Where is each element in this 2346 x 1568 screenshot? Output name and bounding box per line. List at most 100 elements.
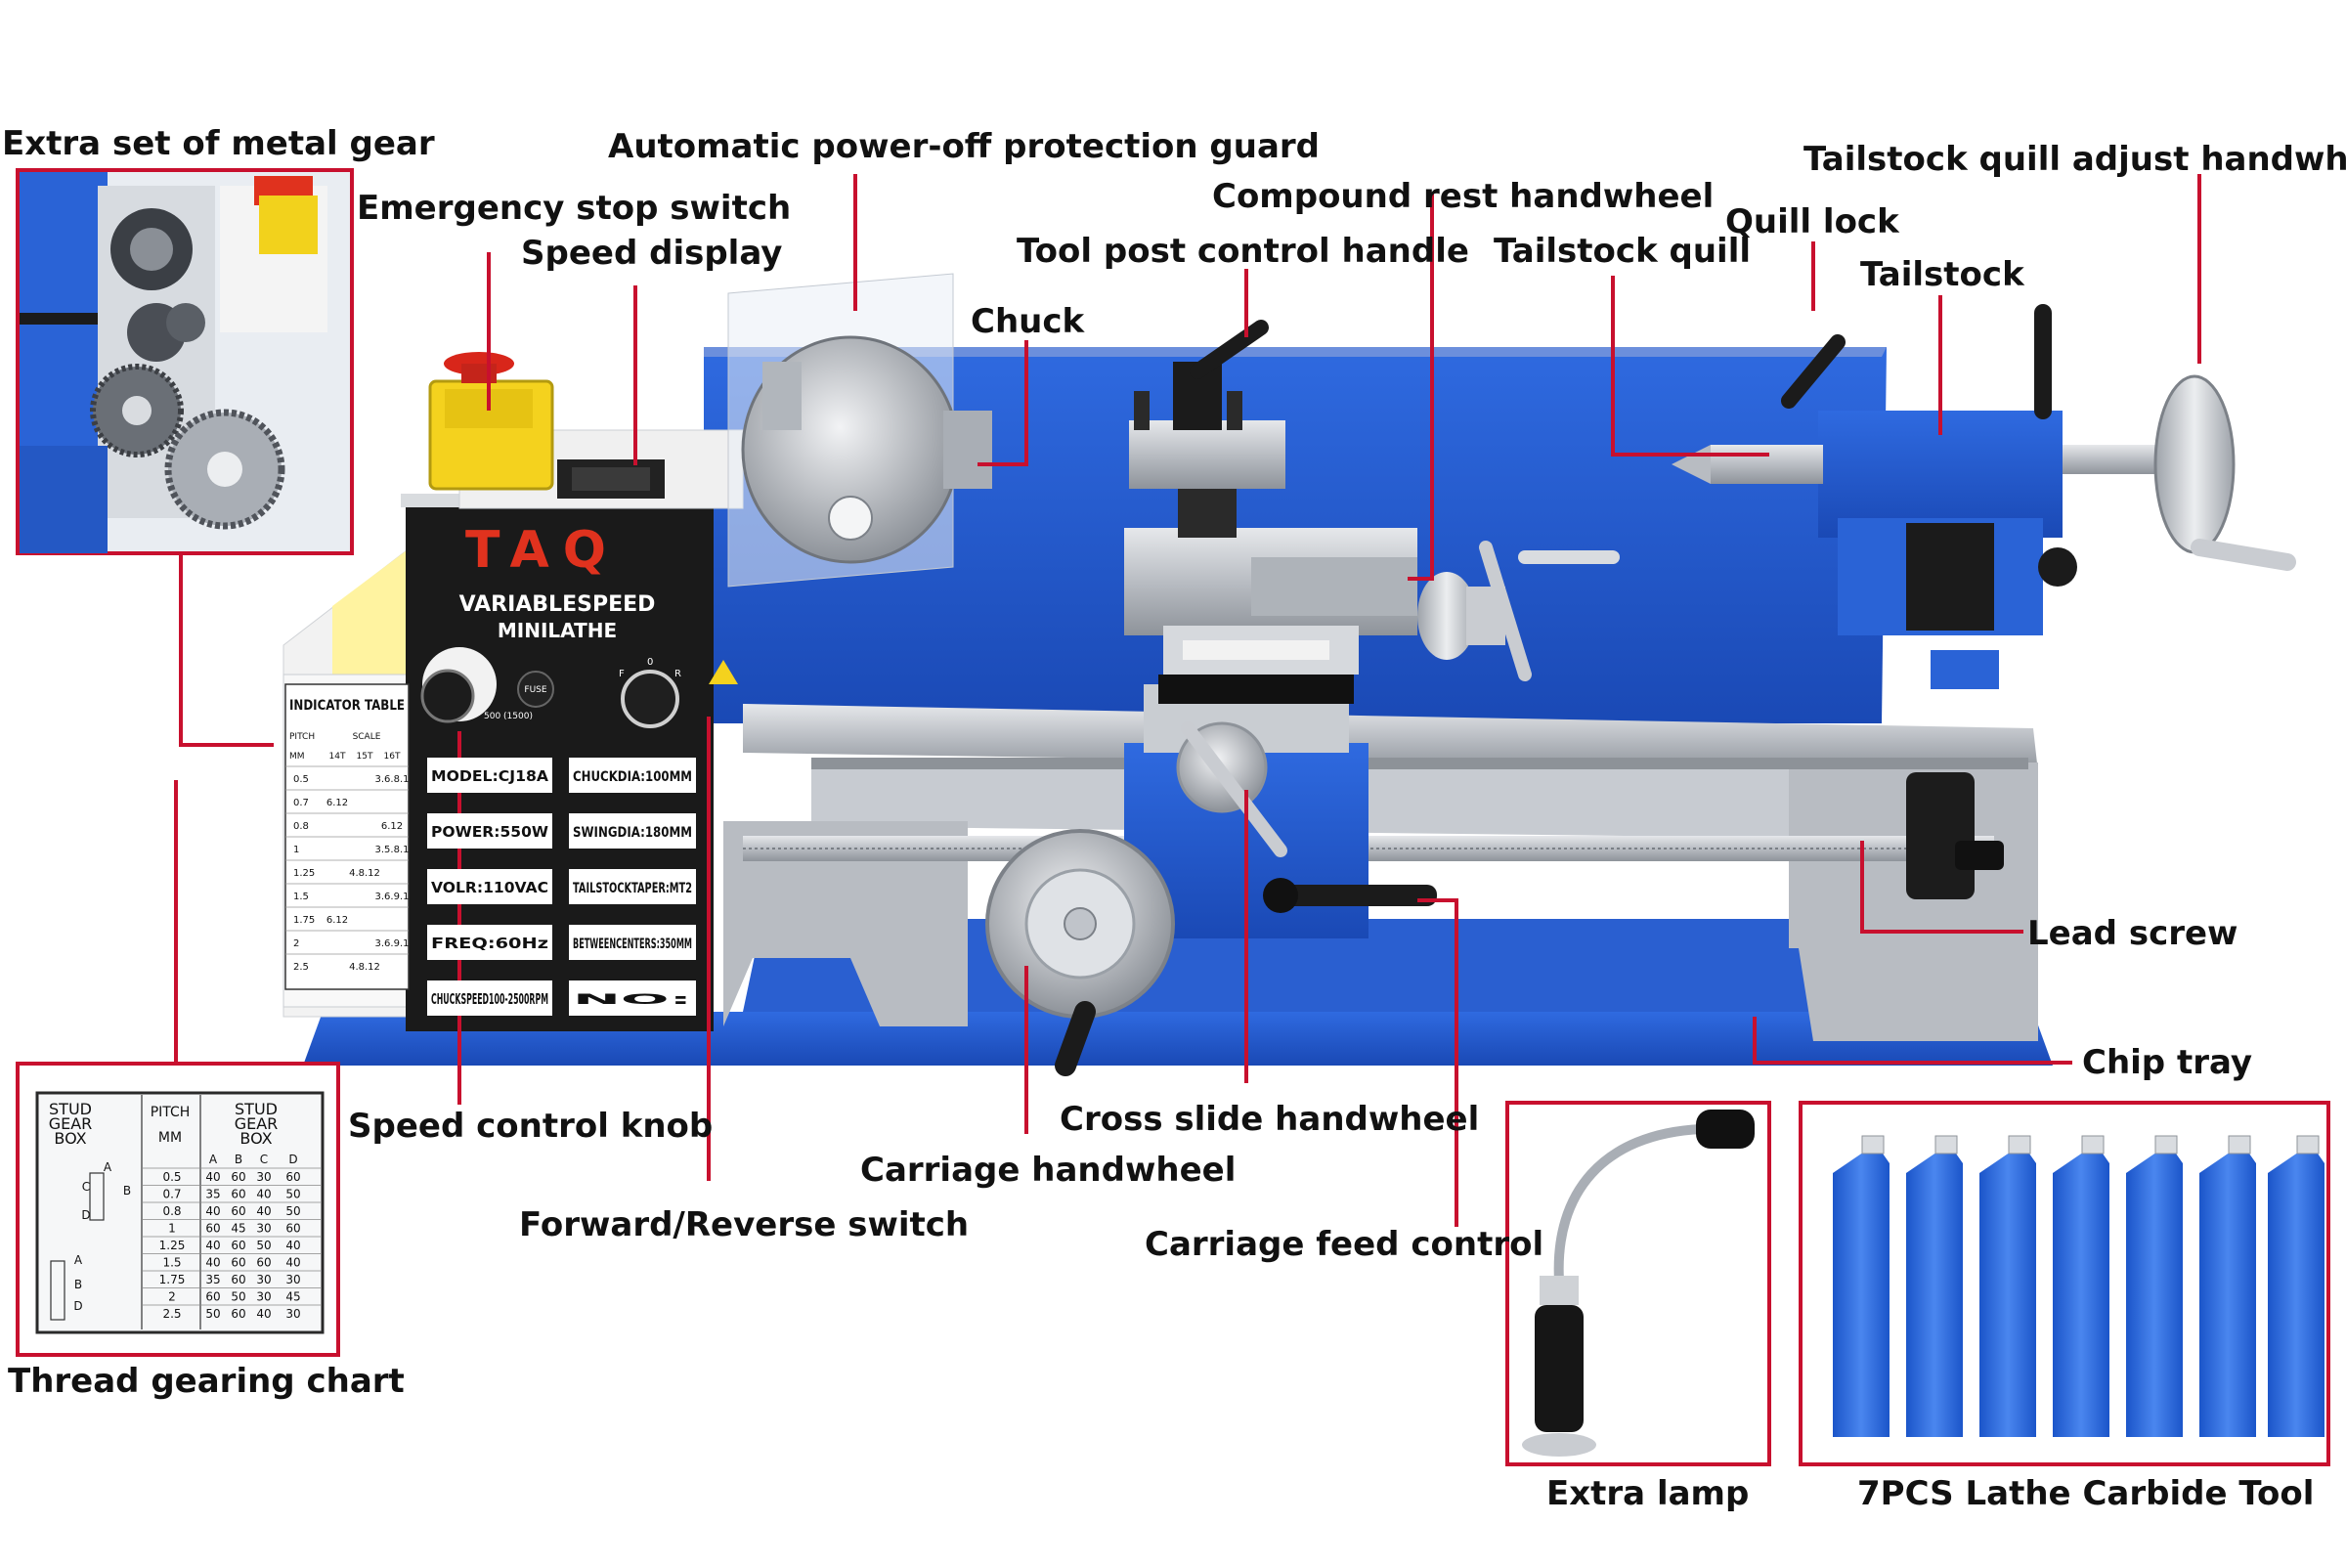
thread-gear-letter: B	[74, 1278, 82, 1291]
carbide-tip	[1934, 1135, 1958, 1154]
thread-col: C	[260, 1153, 268, 1166]
carriage-handwheel	[985, 829, 1175, 1076]
thread-gear-letter: A	[74, 1253, 83, 1267]
speed-knob[interactable]	[420, 669, 475, 723]
indicator-cell: 0.5	[293, 774, 309, 785]
thread-cell: 40	[205, 1256, 220, 1270]
label-carbide-tool: 7PCS Lathe Carbide Tool	[1857, 1474, 2315, 1513]
panel-brand: TAQ	[465, 521, 620, 580]
thread-cell: 60	[231, 1273, 245, 1286]
label-tailstock-handwheel: Tailstock quill adjust handwheel	[1803, 140, 2346, 179]
label-compound-rest: Compound rest handwheel	[1212, 177, 1715, 216]
label-tailstock-quill: Tailstock quill	[1494, 232, 1752, 271]
indicator-cell: 1.75	[293, 915, 315, 926]
label-thread-chart: Thread gearing chart	[8, 1362, 405, 1401]
label-guard: Automatic power-off protection guard	[608, 127, 1321, 166]
extra-gear-inset	[16, 168, 354, 555]
indicator-scale: SCALE	[353, 732, 381, 742]
label-lead-screw: Lead screw	[2027, 914, 2238, 953]
thread-cell: 40	[256, 1307, 271, 1321]
label-chuck: Chuck	[971, 302, 1085, 341]
carbide-tool-bit	[2053, 1144, 2109, 1437]
indicator-cell: 1.25	[293, 868, 315, 879]
thread-cell: 35	[205, 1273, 220, 1286]
extra-lamp-inset	[1505, 1101, 1771, 1466]
fwd-rev-switch[interactable]	[621, 670, 679, 728]
thread-cell: 1	[168, 1222, 176, 1236]
panel-fuse: FUSE	[524, 685, 546, 695]
switch-f: F	[619, 669, 625, 679]
spec-plate	[427, 980, 552, 1016]
thread-cell: 60	[285, 1222, 300, 1236]
label-quill-lock: Quill lock	[1725, 202, 1899, 241]
indicator-cell: 1.5	[293, 892, 309, 902]
spec-right: BETWEENCENTERS:350MM	[573, 936, 692, 952]
carbide-tip	[2081, 1135, 2105, 1154]
spec-plate	[427, 813, 552, 849]
indicator-title: INDICATOR TABLE	[289, 698, 405, 714]
thread-gear-letter: D	[73, 1299, 82, 1313]
panel-line2: MINILATHE	[498, 619, 617, 642]
thread-cell: 40	[285, 1239, 300, 1252]
thread-stud-right: BOX	[239, 1129, 272, 1148]
thread-cell: 60	[231, 1170, 245, 1184]
control-panel: TAQ VARIABLESPEED MINILATHE 500 (1500) F…	[420, 521, 738, 1016]
tailstock	[1672, 304, 2296, 689]
thread-cell: 1.5	[162, 1256, 181, 1270]
thread-cell: 45	[231, 1222, 245, 1236]
indicator-cell: 1	[293, 845, 299, 855]
label-extra-lamp: Extra lamp	[1546, 1474, 1750, 1513]
label-tool-post: Tool post control handle	[1017, 232, 1469, 271]
callout-lines	[174, 174, 2201, 1227]
thread-cell: 30	[256, 1273, 271, 1286]
indicator-cell: 0.8	[293, 821, 309, 832]
thread-cell: 40	[256, 1204, 271, 1218]
warning-triangle	[709, 660, 738, 684]
spec-right: SWINGDIA:180MM	[573, 825, 692, 841]
thread-stud-right: GEAR	[235, 1114, 279, 1133]
panel-line1: VARIABLESPEED	[459, 592, 656, 617]
carbide-tool-bit	[1906, 1144, 1963, 1437]
spec-plate	[427, 758, 552, 793]
thread-gear-diagram	[50, 1260, 65, 1321]
spec-left: FREQ:60Hz	[431, 935, 548, 952]
thread-cell: 2	[168, 1290, 176, 1304]
indicator-cell: 2	[293, 938, 299, 949]
indicator-cell: 2.5	[293, 962, 309, 973]
carbide-tool-bit	[2126, 1144, 2183, 1437]
spec-left: MODEL:CJ18A	[431, 767, 548, 785]
carbide-tip	[1861, 1135, 1885, 1154]
spec-right: TAILSTOCKTAPER:MT2	[573, 881, 692, 896]
carbide-tool-bit	[1833, 1144, 1890, 1437]
thread-pitch: PITCH	[151, 1105, 191, 1120]
indicator-cell: 3.6.9.1	[375, 938, 410, 949]
indicator-pitch: PITCH	[289, 732, 315, 742]
spec-left: POWER:550W	[431, 823, 548, 841]
spec-plate	[427, 869, 552, 904]
thread-cell: 45	[285, 1290, 300, 1304]
indicator-col: 16T	[384, 752, 401, 762]
thread-cell: 40	[205, 1170, 220, 1184]
thread-cell: 30	[256, 1170, 271, 1184]
thread-cell: 0.7	[162, 1188, 181, 1201]
fuse-holder	[517, 671, 554, 708]
spec-right: NO:	[573, 992, 692, 1008]
thread-cell: 60	[231, 1204, 245, 1218]
indicator-cell: 6.12	[326, 798, 348, 808]
thread-cell: 0.5	[162, 1170, 181, 1184]
thread-cell: 50	[256, 1239, 271, 1252]
thread-col: B	[235, 1153, 242, 1166]
thread-stud-left: STUD	[49, 1100, 92, 1118]
thread-cell: 30	[285, 1273, 300, 1286]
thread-cell: 60	[231, 1307, 245, 1321]
label-emergency-stop: Emergency stop switch	[357, 189, 792, 228]
thread-cell: 50	[205, 1307, 220, 1321]
carbide-tip	[2008, 1135, 2031, 1154]
carbide-tool-bit	[2199, 1144, 2256, 1437]
thread-cell: 60	[231, 1256, 245, 1270]
thread-cell: 2.5	[162, 1307, 181, 1321]
thread-gear-letter: D	[81, 1208, 90, 1222]
thread-cell: 1.75	[159, 1273, 186, 1286]
thread-mm: MM	[158, 1130, 182, 1146]
